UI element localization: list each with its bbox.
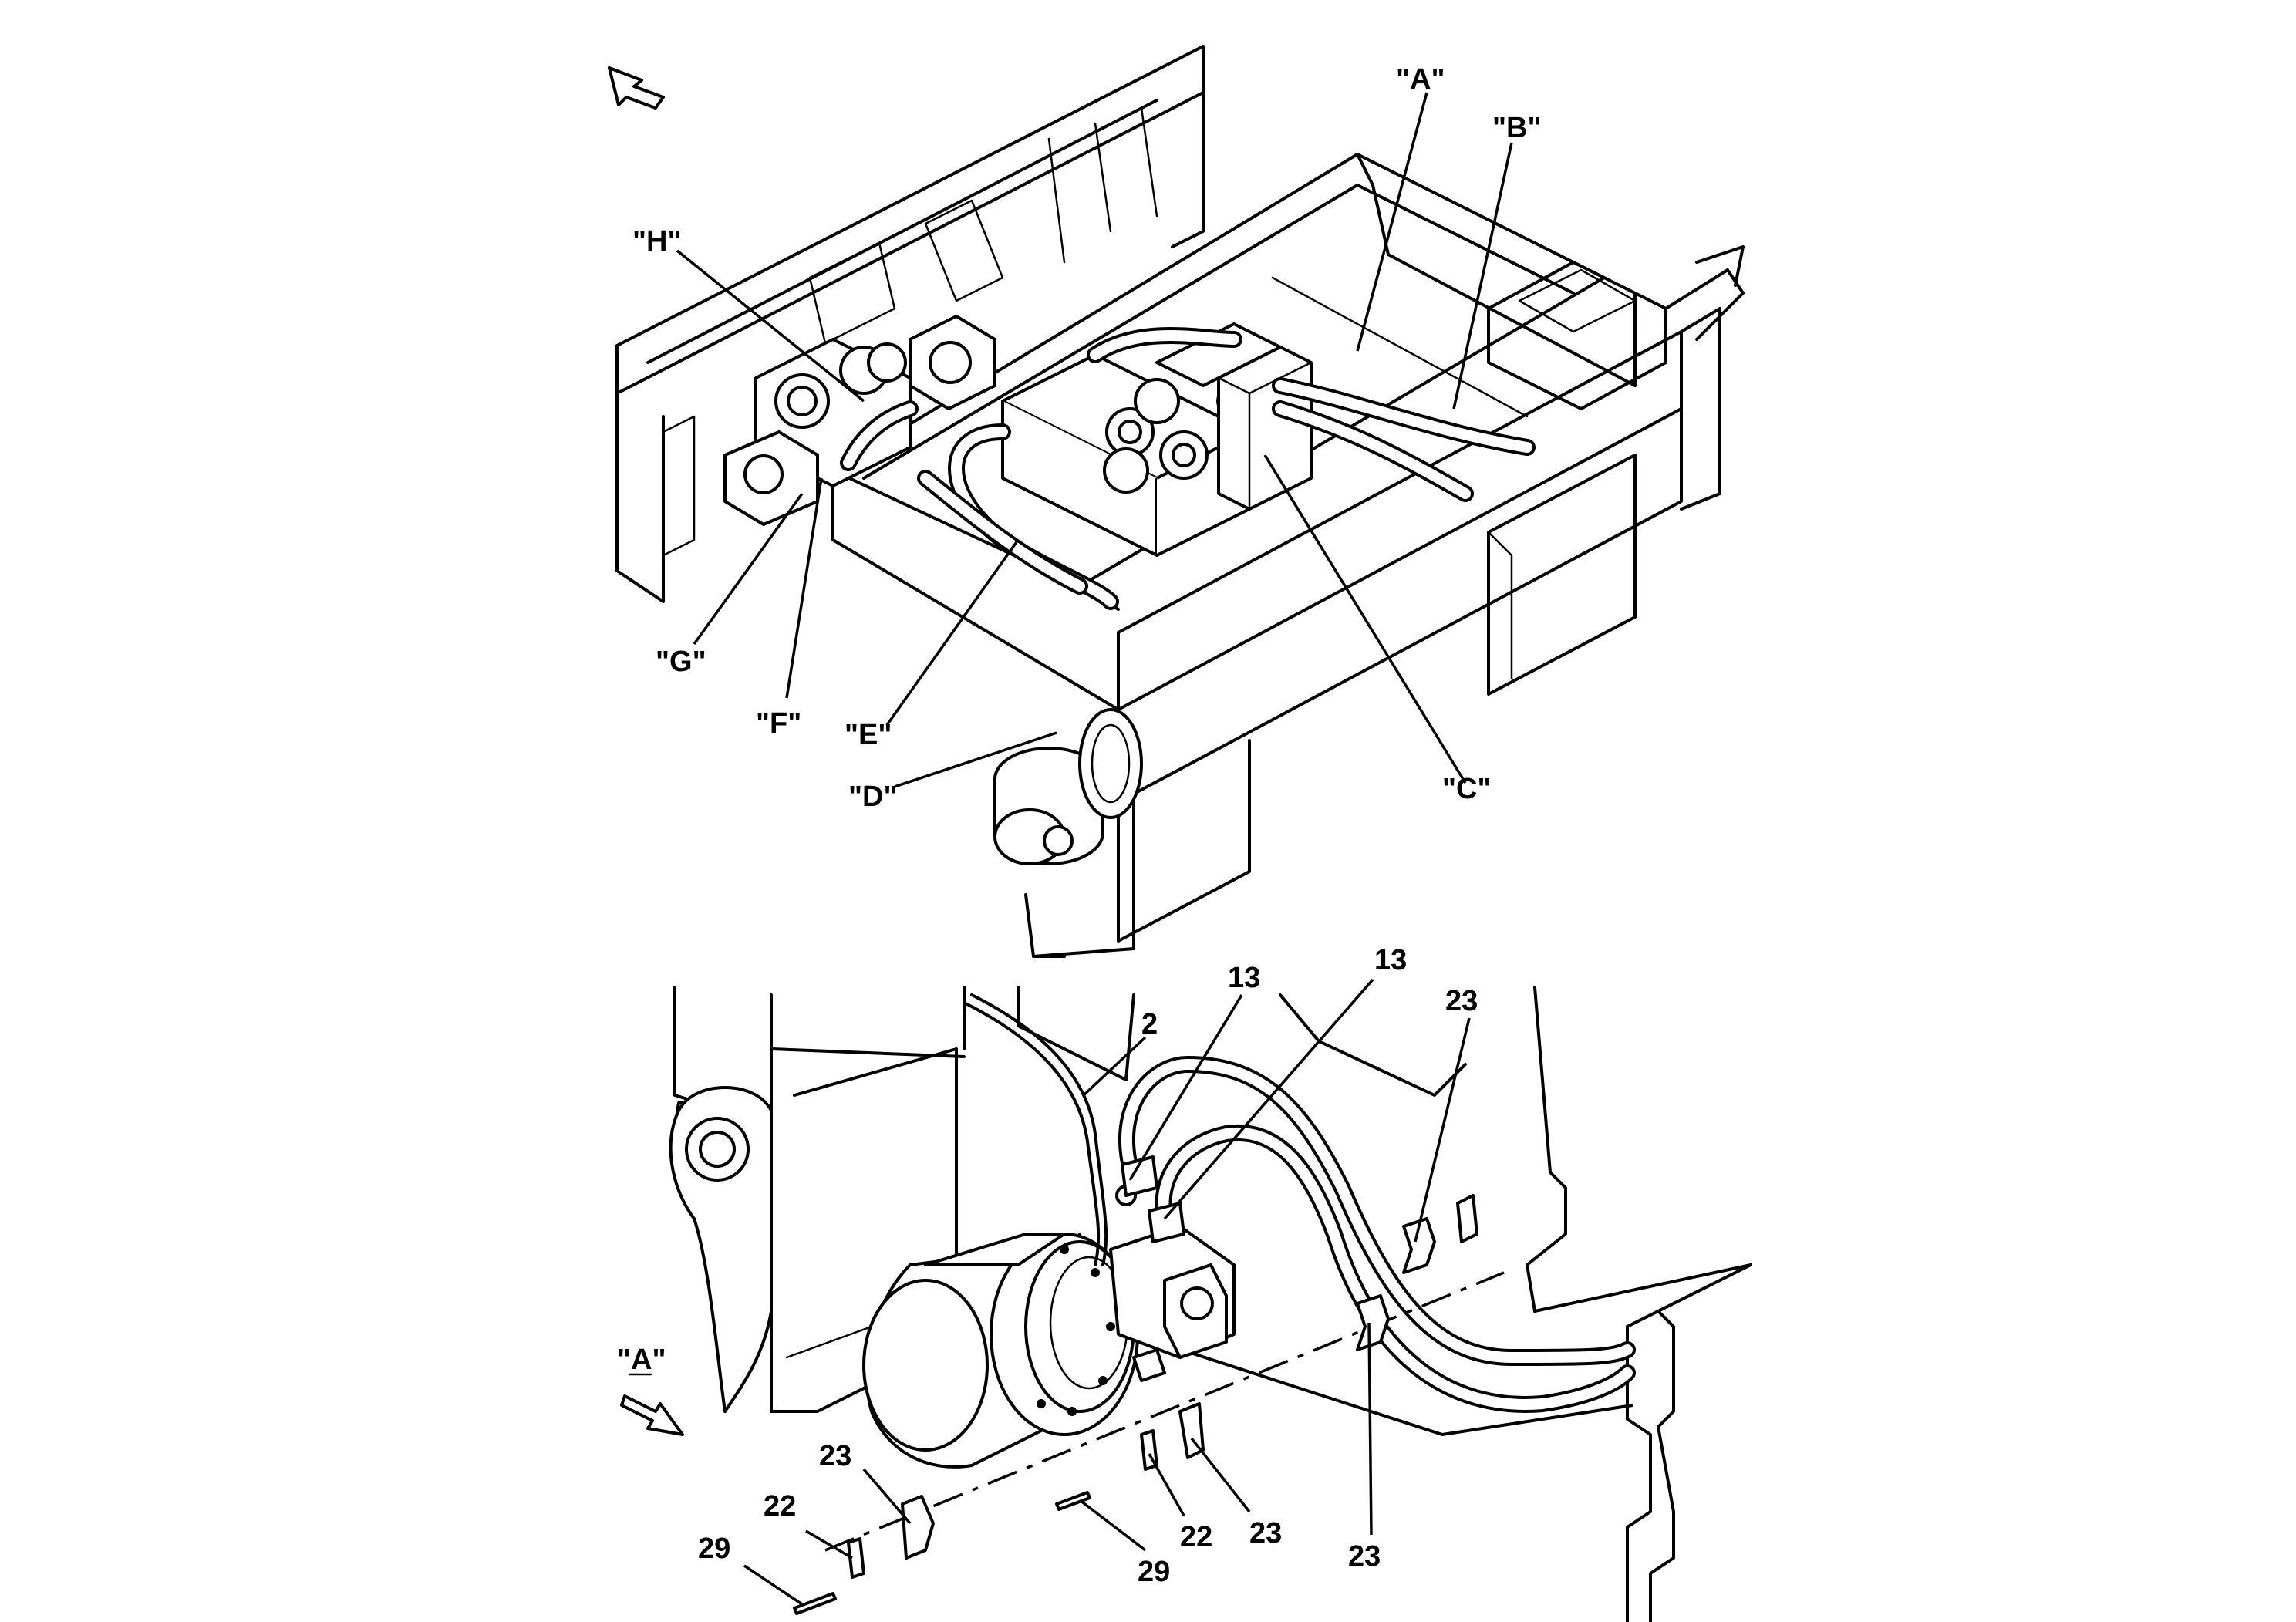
view-ref-c: "C" <box>1442 773 1491 805</box>
part-number-23-center: 23 <box>1249 1517 1282 1549</box>
central-pump-block <box>1001 322 1313 557</box>
part-number-labels: 2 13 13 23 23 23 23 22 22 29 29 <box>698 944 1478 1588</box>
chassis-overview: "A" "B" "C" "D" "E" "F" "G" "H" <box>608 45 1745 958</box>
part-number-23-top-right: 23 <box>1445 985 1478 1017</box>
part-number-13-left: 13 <box>1228 962 1260 994</box>
part-number-22-center: 22 <box>1180 1521 1212 1553</box>
view-ref-g: "G" <box>656 646 706 678</box>
part-number-29-left: 29 <box>698 1533 730 1565</box>
view-ref-f: "F" <box>756 707 801 740</box>
detail-view-a: 2 13 13 23 23 23 23 22 22 29 29 "A" <box>617 944 1752 1622</box>
view-ref-a: "A" <box>1396 63 1445 96</box>
view-ref-h: "H" <box>632 225 681 258</box>
direction-arrow-icon <box>620 1394 684 1436</box>
direction-arrow-icon <box>608 66 665 110</box>
view-leaders <box>676 92 1513 788</box>
view-ref-e: "E" <box>845 719 892 751</box>
part-number-29-center: 29 <box>1138 1556 1170 1588</box>
left-pump-cluster <box>723 315 996 526</box>
part-number-23-left: 23 <box>819 1440 851 1472</box>
part-number-23-mid-right: 23 <box>1348 1540 1381 1573</box>
hose-bundle <box>917 327 1536 610</box>
wheel-drive-motor <box>993 708 1143 865</box>
view-ref-b: "B" <box>1492 112 1541 144</box>
detail-view-label: "A" <box>617 1344 666 1376</box>
part-number-13-right: 13 <box>1374 944 1407 976</box>
view-ref-d: "D" <box>848 781 897 813</box>
part-number-2: 2 <box>1141 1008 1158 1040</box>
part-leaders <box>743 978 1471 1606</box>
hoses-detail <box>963 993 1636 1413</box>
part-number-22-left: 22 <box>764 1490 796 1523</box>
view-ref-labels: "A" "B" "C" "D" "E" "F" "G" "H" <box>632 63 1541 813</box>
detail-view-label-group: "A" <box>617 1344 684 1436</box>
